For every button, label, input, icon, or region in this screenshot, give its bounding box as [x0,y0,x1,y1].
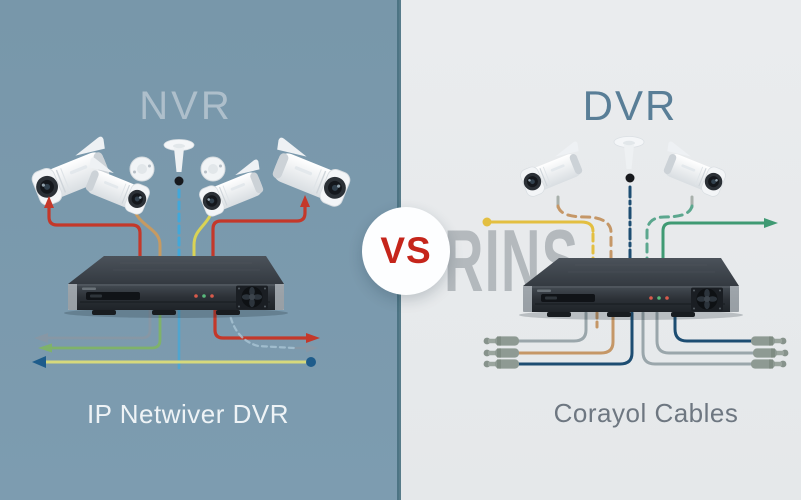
nvr-ceiling-mount [163,139,195,173]
bnc-left-2 [483,348,519,358]
arrow-right-green [764,218,778,228]
cable-yellow-solid [489,220,595,233]
bnc-right-1 [751,336,787,346]
dvr-title: DVR [582,82,678,129]
cable-right1-navy [673,311,762,343]
dvr-camera-1 [515,140,591,199]
cable-green-out [48,298,162,350]
arrow-left-navy [32,356,46,368]
arrow-left-gray [34,333,48,343]
nvr-mount-dot [174,176,184,186]
cable-row3-navy [516,311,634,366]
dot-yellow [482,217,492,227]
cable-teal-dashed [645,204,694,264]
cable-red-cam1 [47,205,142,272]
bnc-left-3 [483,359,519,369]
arrow-up-cam1 [44,196,54,208]
cable-row1-gray [516,311,588,343]
cable-right2-gray [655,311,764,355]
nvr-title: NVR [139,84,233,128]
vs-badge-label: VS [380,230,432,271]
cable-green-solid [661,221,768,263]
cable-tan-dashed [556,204,613,264]
bnc-right-3 [751,359,787,369]
dvr-mount-dot [625,173,635,183]
dvr-camera-2 [655,140,731,199]
nvr-cable-endpoints [32,195,320,368]
dvr-panel-background [399,0,801,500]
dot-navy [306,357,316,367]
camera2-bracket [129,156,155,182]
cable-faint-dashed [226,298,296,350]
bnc-right-2 [753,348,789,358]
nvr-recorder [63,255,289,319]
nvr-caption: IP Netwiver DVR [86,399,290,429]
nvr-camera-4 [262,136,357,210]
arrow-right-red [306,333,320,343]
arrow-up-cam4 [300,195,310,207]
arrow-left-green [38,343,52,353]
cable-red-out [213,298,308,340]
dvr-caption: Corayol Cables [553,398,739,428]
arrow-right-gray-small [306,343,318,353]
dvr-recorder [518,257,744,321]
camera3-bracket [200,156,226,182]
dvr-cable-endpoints [482,217,789,369]
cable-right3-gray [641,311,760,366]
vs-badge: VS [362,207,450,295]
nvr-panel-background [0,0,399,500]
cable-red-cam4 [211,204,307,272]
dvr-ceiling-mount [613,136,645,170]
cable-row2-tan [516,311,615,355]
bnc-left-1 [483,336,519,346]
cable-gray-out [44,298,152,340]
